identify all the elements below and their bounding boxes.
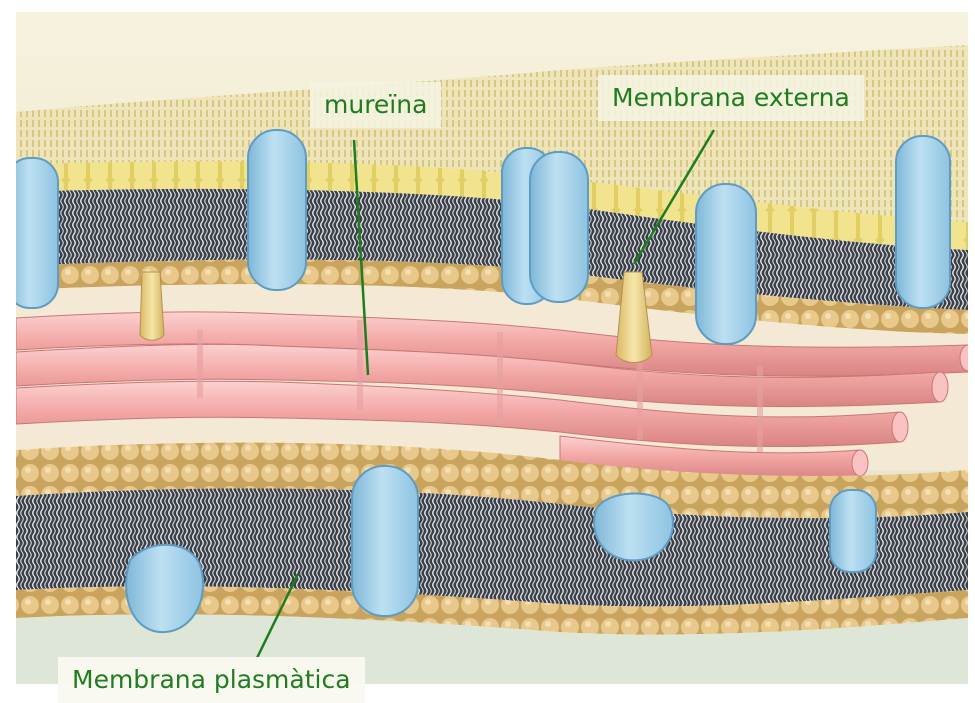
porin-protein <box>530 152 588 302</box>
porin-protein <box>696 184 756 344</box>
lipoprotein-anchor <box>140 272 164 340</box>
membrane-protein <box>126 545 203 632</box>
porin-protein <box>6 158 58 308</box>
label-membrana-externa: Membrana externa <box>598 75 864 121</box>
membrane-protein <box>830 490 876 572</box>
label-mureina: mureïna <box>310 82 441 128</box>
porin-protein <box>248 130 306 290</box>
membrane-protein <box>352 466 418 616</box>
membrane-protein <box>594 494 673 561</box>
porin-protein <box>896 136 950 308</box>
label-membrana-plasmatica: Membrana plasmàtica <box>58 657 365 703</box>
